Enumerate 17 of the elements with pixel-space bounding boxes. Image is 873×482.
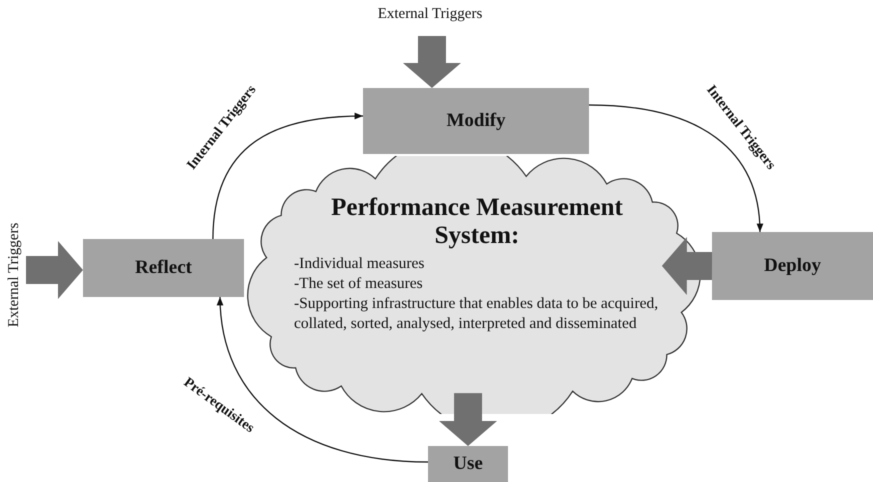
trigger-label: External Triggers (6, 205, 26, 345)
process-box: Deploy (712, 232, 873, 300)
block-arrow (402, 36, 461, 88)
process-box: Use (428, 446, 508, 482)
list-item: -Individual measures (294, 254, 426, 274)
block-arrow (439, 393, 498, 446)
trigger-label: External Triggers (330, 6, 530, 26)
curved-arrow (212, 112, 364, 240)
process-box: Reflect (83, 239, 244, 297)
curved-arrow (588, 104, 763, 232)
block-arrow (26, 240, 83, 299)
block-arrow (662, 236, 712, 295)
process-box: Modify (363, 88, 589, 154)
curved-arrow (217, 296, 428, 463)
cloud-title: Performance Measurement System: (330, 194, 624, 250)
list-item: -The set of measures (294, 274, 424, 294)
list-item: -Supporting infrastructure that enables data to be acquired, collated, sorted, analysed, interpreted and disseminated (294, 294, 660, 334)
